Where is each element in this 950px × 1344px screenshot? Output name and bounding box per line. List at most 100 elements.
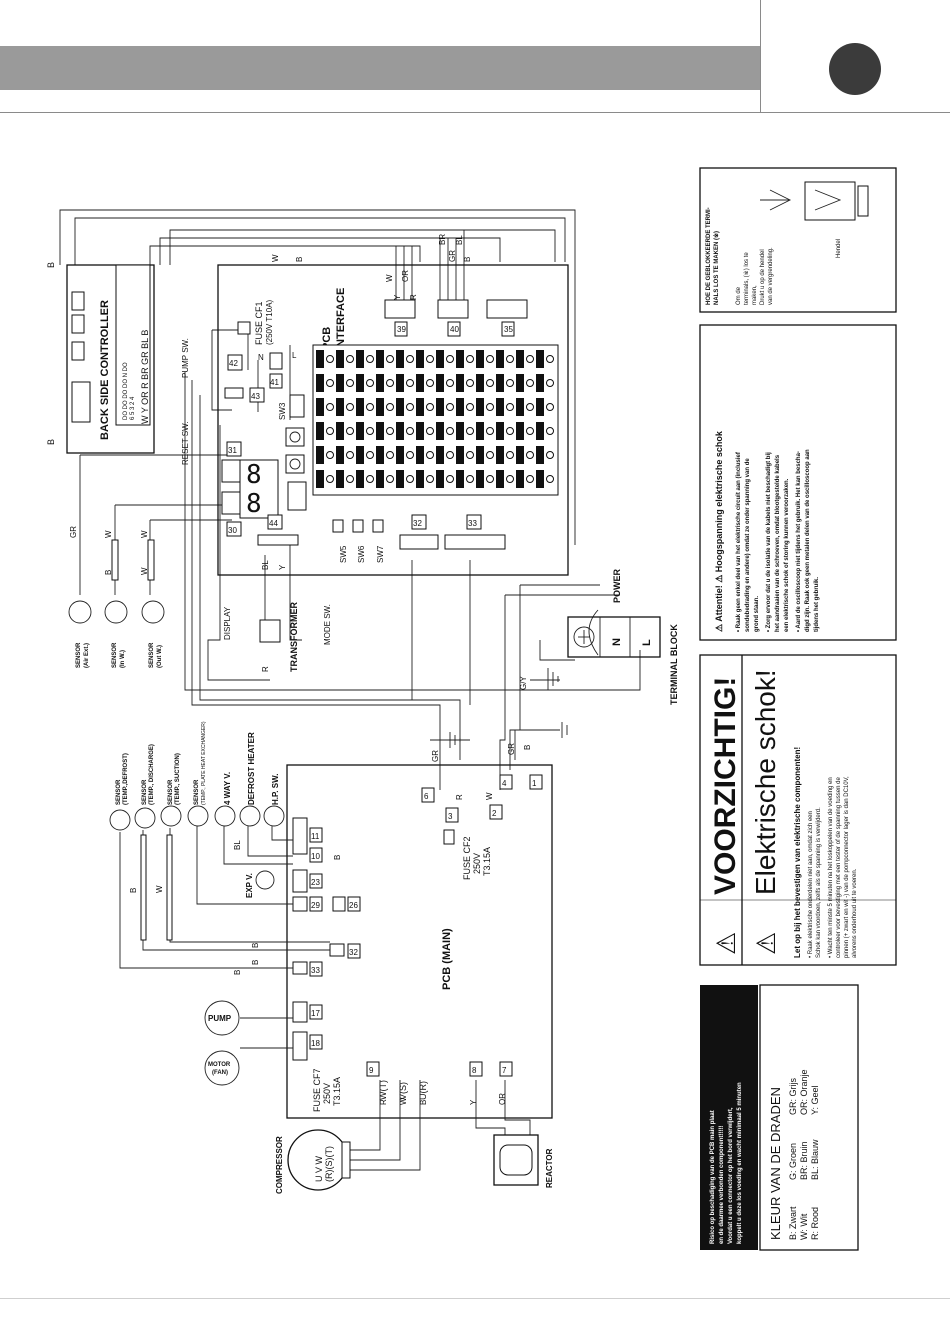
caution-line-3: • Wacht ten minste 5 minuten na het losk… [828, 777, 834, 958]
pcb-interface-title: PCB [321, 327, 333, 350]
connector-4: 4 [502, 779, 507, 788]
terminal-screw [406, 427, 414, 435]
terminal-screw [366, 427, 374, 435]
sensor-air-ext-line2: (Air Ext.) [84, 643, 90, 668]
caution-heading: Let op bij het bevestigen van elektrisch… [793, 747, 802, 958]
defrost-heater-label: DEFROST HEATER [247, 732, 256, 805]
controller-pin-labels: DO DO DO DO N DO [123, 362, 129, 420]
connector-35: 35 [504, 325, 513, 334]
sw7-label: SW7 [376, 545, 385, 563]
connector-3: 3 [448, 812, 453, 821]
connector-40: 40 [450, 325, 459, 334]
risk-line-2: en de daarmee verbonden component!!!!! [719, 1126, 725, 1244]
terminal-cell [416, 398, 424, 416]
sensor-suction-line1: SENSOR [168, 779, 174, 805]
terminal-screw [386, 451, 394, 459]
risk-box: Risico op beschadiging van de PCB main p… [700, 985, 758, 1250]
page-marker-dot [829, 43, 881, 95]
terminal-screw [406, 355, 414, 363]
terminal-screw [426, 451, 434, 459]
connector-42: 42 [229, 359, 238, 368]
terminal-cell [336, 398, 344, 416]
terminal-cell [496, 374, 504, 392]
display-label: DISPLAY [223, 606, 232, 640]
wire-label-gy: G/Y [519, 676, 528, 690]
wire-label-b-hp: B [333, 855, 342, 860]
terminal-cell [456, 350, 464, 368]
footer-rule [0, 1298, 950, 1299]
compressor-label: COMPRESSOR [275, 1136, 284, 1194]
terminal-cell [436, 398, 444, 416]
sensor-defrost-line1: SENSOR [116, 779, 122, 805]
terminal-vs: V(S) [398, 1082, 408, 1100]
terminal-screw [426, 427, 434, 435]
terminal-screw [366, 451, 374, 459]
terminal-cell [316, 374, 324, 392]
controller-pin-numbers: 6 5 3 2 4 [130, 396, 136, 420]
terminal-cell [536, 350, 544, 368]
terminal-cell [516, 398, 524, 416]
connector-31: 31 [228, 446, 237, 455]
terminal-cell [356, 350, 364, 368]
color-key-g: G: Groen [788, 1143, 798, 1180]
connector-18: 18 [311, 1039, 320, 1048]
attention-b3-l3: tijdens het gebruik. [814, 577, 820, 632]
seven-seg-digit-1: 8 [246, 460, 262, 490]
sensor-air-ext-line1: SENSOR [76, 642, 82, 668]
wire-label-w-39: W [385, 274, 394, 282]
terminal-screw [366, 379, 374, 387]
terminal-cell [496, 446, 504, 464]
terminal-screw [446, 475, 454, 483]
terminal-cell [356, 422, 364, 440]
wire-label-b-comp: B [419, 1100, 428, 1105]
connector-41: 41 [270, 378, 279, 387]
terminal-screw [426, 403, 434, 411]
connector-1: 1 [532, 779, 537, 788]
terminal-cell [356, 470, 364, 488]
wire-label-w-out: W [140, 530, 149, 538]
connector-33-interface: 33 [468, 519, 477, 528]
terminal-screw [406, 475, 414, 483]
color-key-r: R: Rood [810, 1207, 820, 1240]
terminal-screw [406, 451, 414, 459]
wire-label-w-discharge: W [155, 885, 164, 893]
terminal-cell [376, 446, 384, 464]
wire-label-w-in: W [104, 530, 113, 538]
back-side-controller-title: BACK SIDE CONTROLLER [99, 300, 111, 440]
color-key-b: B: Zwart [788, 1206, 798, 1240]
terminal-screw [326, 379, 334, 387]
terminal-screw [466, 427, 474, 435]
mode-sw-label: MODE SW. [323, 604, 332, 645]
terminal-cell [436, 374, 444, 392]
terminal-screw [466, 475, 474, 483]
connector-2: 2 [492, 809, 497, 818]
terminal-screw [386, 427, 394, 435]
caution-shock-icon: ⚠ [751, 932, 781, 955]
color-key: KLEUR VAN DE DRADEN B: Zwart W: Wit R: R… [759, 984, 859, 1251]
terminal-screw [426, 355, 434, 363]
connector-33-main: 33 [311, 966, 320, 975]
terminal-block-label: TERMINAL BLOCK [669, 624, 679, 705]
terminal-cell [316, 446, 324, 464]
connector-17: 17 [311, 1009, 320, 1018]
terminal-l: L [641, 639, 653, 646]
terminal-screw [526, 355, 534, 363]
header-rule [0, 112, 950, 113]
caution-line-6: alvorens onderhoud uit te voeren. [852, 868, 858, 958]
wire-label-r-39: R [409, 294, 418, 300]
wire-label-b-40: B [463, 257, 472, 262]
fan-label: (FAN) [212, 1070, 228, 1076]
terminal-screw [526, 403, 534, 411]
attention-b3-l2: digd zijn. Raak ook geen metalen delen v… [805, 449, 811, 632]
terminal-cell [336, 350, 344, 368]
terminal-screw [486, 403, 494, 411]
terminal-screw [326, 475, 334, 483]
fuse-cf2-label: FUSE CF2 [462, 836, 472, 880]
color-key-bl: BL: Blauw [810, 1139, 820, 1180]
sw3-label: SW3 [278, 402, 287, 420]
terminal-cell [376, 422, 384, 440]
wire-label-or-39: OR [401, 270, 410, 282]
connector-44: 44 [269, 519, 278, 528]
wire-label-br-40: BR [438, 234, 447, 245]
wire-label-w-comp: W [399, 1097, 408, 1105]
